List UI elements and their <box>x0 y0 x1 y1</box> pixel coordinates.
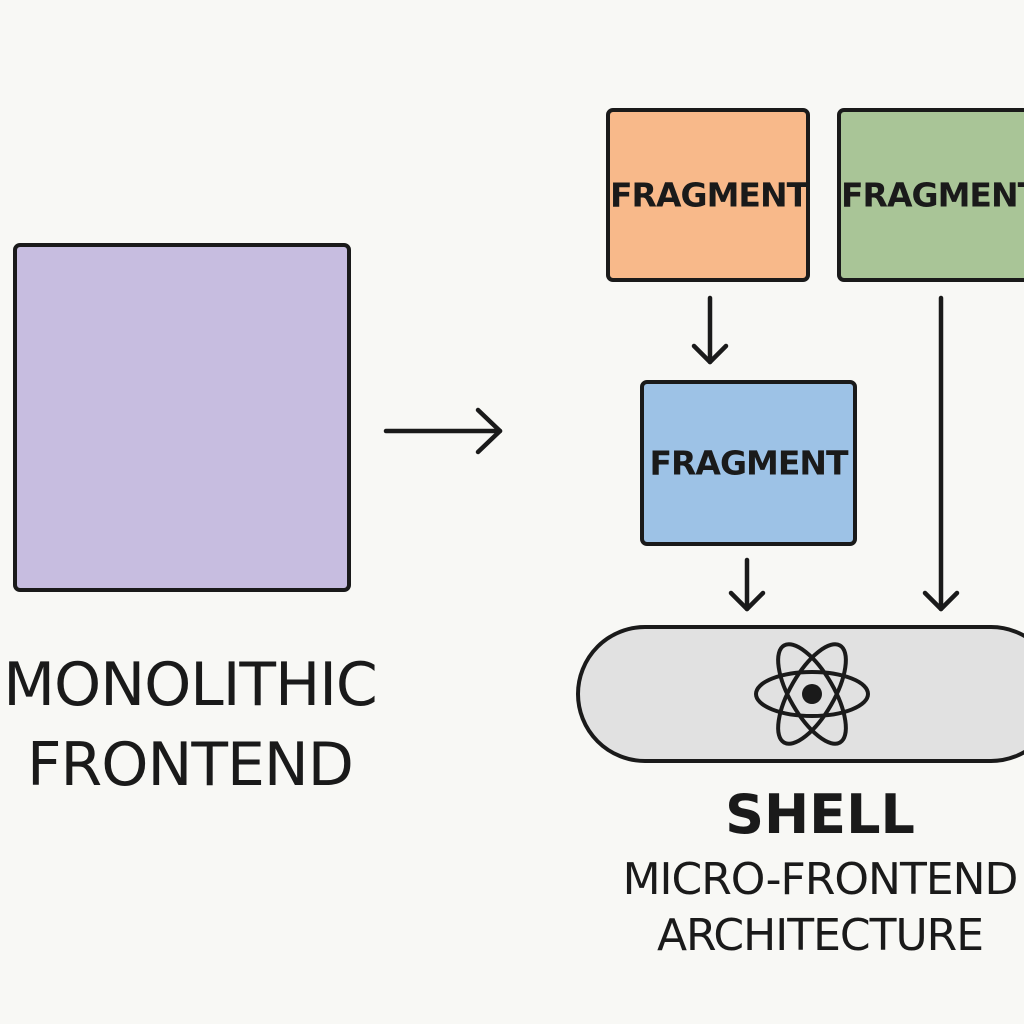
shell-container <box>576 625 1024 763</box>
react-atom-icon <box>754 642 870 746</box>
fragment-orange: FRAGMENT <box>606 108 810 282</box>
shell-title: SHELL <box>725 783 915 846</box>
fragment-label: FRAGMENT <box>610 175 809 215</box>
fragment-blue: FRAGMENT <box>640 380 857 546</box>
fragment-green: FRAGMENT <box>837 108 1024 282</box>
monolith-label-line2: FRONTEND <box>27 730 354 800</box>
monolith-label-line1: MONOLITHIC <box>3 650 378 720</box>
arrow-fragment-to-fragment <box>691 295 729 365</box>
arrow-fragment-to-shell <box>728 557 766 612</box>
fragment-label: FRAGMENT <box>841 175 1024 215</box>
shell-subtitle-line1: MICRO-FRONTEND <box>622 854 1019 905</box>
arrow-green-fragment-to-shell <box>922 295 960 612</box>
shell-subtitle-line2: ARCHITECTURE <box>656 910 984 961</box>
monolith-box <box>13 243 351 592</box>
transition-arrow <box>383 407 503 455</box>
fragment-label: FRAGMENT <box>649 443 848 483</box>
